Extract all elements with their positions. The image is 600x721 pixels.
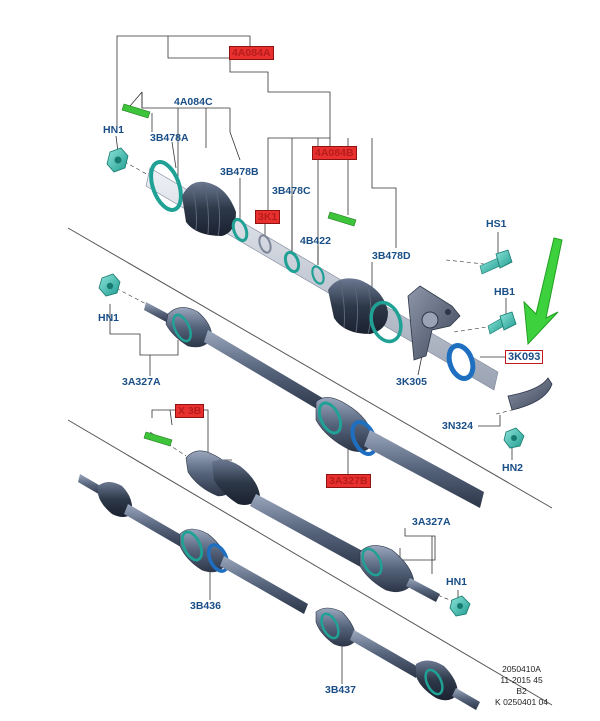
- label-x3b: X 3B: [175, 404, 205, 418]
- clamp-ring-3b478d: [369, 300, 403, 344]
- hn1-nut-low: [449, 595, 471, 617]
- hn2-nut: [503, 427, 525, 449]
- leader-lines: [109, 35, 513, 684]
- callout-arrow: [523, 237, 563, 346]
- clamp-ring-3b478c: [283, 250, 301, 274]
- driveshaft-3b436: [78, 474, 308, 614]
- outer-boot-top: [182, 181, 236, 237]
- label-hn1-top: HN1: [103, 124, 125, 136]
- label-4b422: 4B422: [300, 235, 331, 247]
- inner-boot-top: [328, 278, 388, 335]
- label-hs1: HS1: [486, 218, 507, 230]
- label-3k305: 3K305: [396, 376, 427, 388]
- hb1-bolt: [487, 311, 517, 335]
- drawing-reference: 2050410A 11-2015 45 B2 K 0250401 04: [495, 664, 548, 708]
- hn1-nut-mid: [98, 273, 121, 297]
- hn1-nut-top: [106, 147, 129, 173]
- label-hb1: HB1: [494, 286, 516, 298]
- drawing-revision: B2: [516, 686, 527, 696]
- label-3b437: 3B437: [325, 684, 356, 696]
- driveshaft-3a327a: [144, 302, 484, 508]
- grease-pouch-mid: [327, 211, 357, 227]
- bearing-bracket-3k305: [407, 285, 461, 361]
- driveshaft-3b437: [315, 607, 480, 710]
- label-3k093: 3K093: [505, 350, 544, 364]
- clamp-ring-3b478a: [149, 160, 183, 212]
- label-3n324: 3N324: [442, 420, 473, 432]
- label-hn1-mid: HN1: [98, 312, 120, 324]
- label-3b478c: 3B478C: [272, 185, 311, 197]
- bearing-3k093: [446, 343, 476, 381]
- retaining-ring-3k1: [258, 234, 272, 254]
- clamp-ring-3b478b: [231, 217, 249, 243]
- label-4a084b: 4A084B: [312, 146, 357, 160]
- driveshaft-inner-3a327a: [185, 450, 440, 602]
- label-3b478a: 3B478A: [150, 132, 189, 144]
- label-3b478b: 3B478B: [220, 166, 259, 178]
- drawing-code: K 0250401 04: [495, 697, 548, 707]
- ring-4b422: [311, 265, 325, 285]
- label-3b436: 3B436: [190, 600, 221, 612]
- grease-pouch-top: [121, 103, 151, 119]
- label-3a327a-mid: 3A327A: [122, 376, 161, 388]
- drawing-date: 11-2015 45: [500, 675, 543, 685]
- separator-lines: [67, 227, 553, 706]
- hs1-stud: [479, 249, 513, 275]
- label-3b478d: 3B478D: [372, 250, 411, 262]
- label-hn1-low: HN1: [446, 576, 468, 588]
- label-3k1: 3K1: [255, 210, 281, 224]
- drawing-number: 2050410A: [502, 664, 541, 674]
- label-4a084a: 4A084A: [229, 46, 274, 60]
- label-3a327b: 3A327B: [326, 474, 371, 488]
- label-3a327a-low: 3A327A: [412, 516, 451, 528]
- label-hn2: HN2: [502, 462, 524, 474]
- grease-pouch-low: [143, 431, 173, 447]
- strap-3n324: [507, 377, 553, 411]
- label-4a084c: 4A084C: [174, 96, 213, 108]
